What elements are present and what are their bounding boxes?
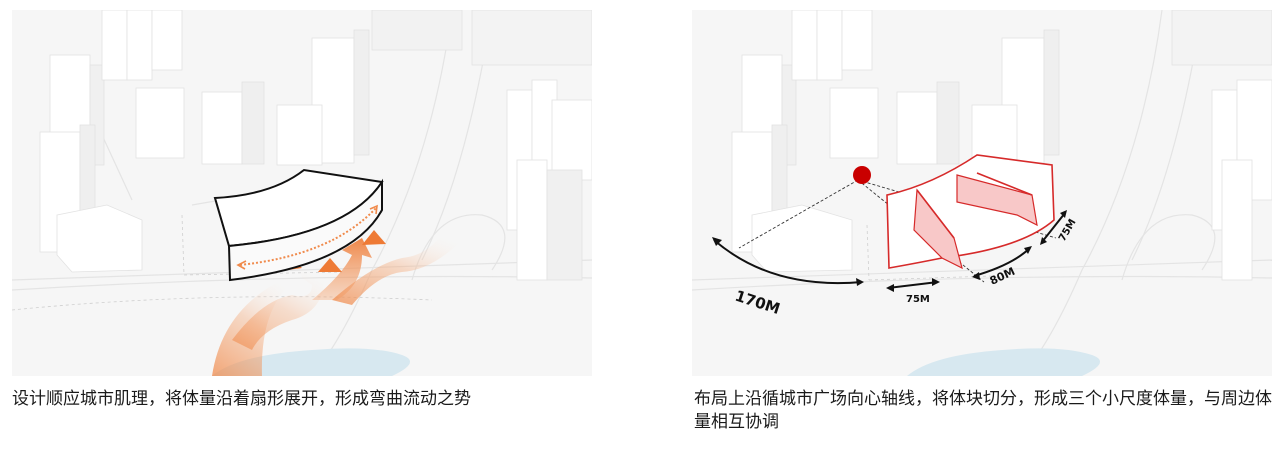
context-buildings <box>731 10 1272 281</box>
context-buildings <box>39 10 592 281</box>
dimension-label-80m: 80M <box>988 265 1017 288</box>
caption-axial-split: 布局上沿循城市广场向心轴线，将体块切分，形成三个小尺度体量，与周边体量相互协调 <box>694 389 1272 432</box>
arrowhead-icon <box>369 204 378 215</box>
diagram-panel-fan-massing <box>12 10 592 376</box>
context-road-dashes <box>866 224 993 281</box>
caption-fan-massing: 设计顺应城市肌理，将体量沿着扇形展开，形成弯曲流动之势 <box>12 389 471 409</box>
flow-direction-double-arrow <box>239 207 377 266</box>
lake <box>907 348 1100 376</box>
fan-massing-diagram <box>12 10 592 376</box>
diagram-panel-axial-split: 170M 75M 80M 75M <box>692 10 1272 376</box>
fan-shaped-building <box>213 168 384 282</box>
arrowhead-icon <box>236 260 247 270</box>
dimension-label-side-75m: 75M <box>1057 217 1078 243</box>
context-roads <box>692 10 1272 376</box>
plaza-focal-point <box>853 166 871 184</box>
dimension-arrowheads <box>712 210 1067 292</box>
dimension-label-front-75m: 75M <box>906 294 930 305</box>
dimension-label-170m: 170M <box>733 287 783 318</box>
split-building-volumes <box>886 154 1055 270</box>
wind-flow-arrows <box>212 220 467 376</box>
axial-split-diagram: 170M 75M 80M 75M <box>692 10 1272 376</box>
